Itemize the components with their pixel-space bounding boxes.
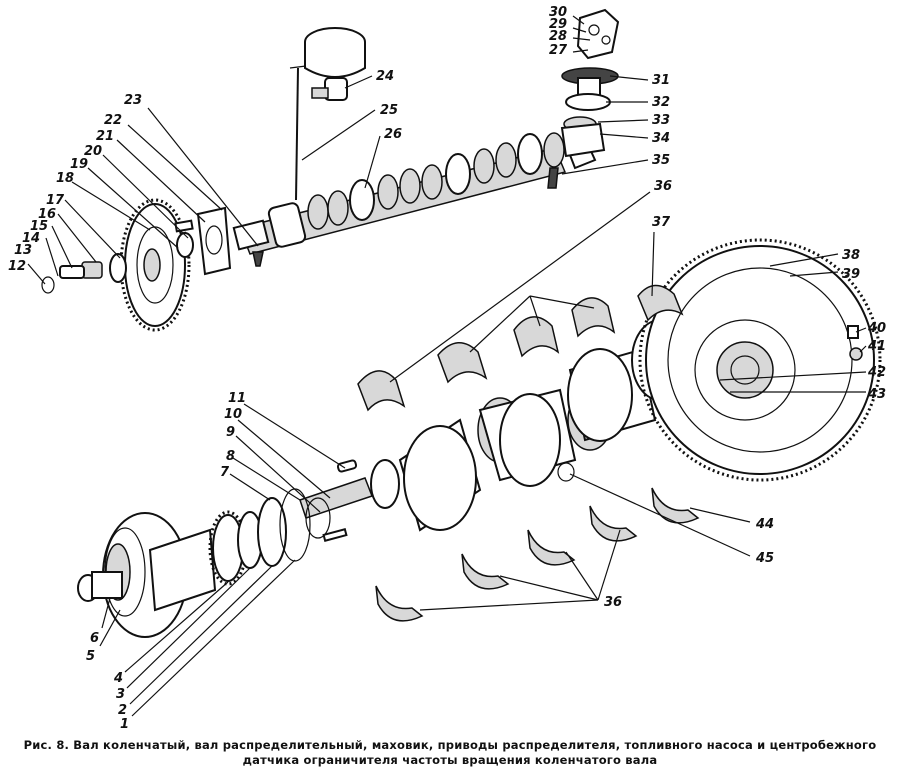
label-36-upper: 36 (654, 179, 672, 194)
camshaft (232, 132, 597, 255)
label-35: 35 (652, 153, 670, 168)
caption-line-2: датчика ограничителя частоты вращения ко… (242, 753, 658, 767)
bearing-shells-lower (375, 487, 700, 622)
label-32: 32 (652, 95, 670, 110)
label-22: 22 (104, 113, 122, 128)
label-33: 33 (652, 113, 670, 128)
label-28: 28 (549, 29, 567, 44)
label-8: 8 (226, 449, 235, 464)
leader-lines (27, 15, 867, 717)
label-2: 2 (118, 703, 127, 718)
label-10: 10 (224, 407, 242, 422)
label-7: 7 (220, 465, 230, 480)
label-11: 11 (228, 391, 246, 406)
camshaft-lobes (307, 132, 565, 230)
fuel-pump (304, 27, 366, 101)
label-21: 21 (96, 129, 114, 144)
label-40: 40 (867, 321, 886, 336)
label-18: 18 (56, 171, 74, 186)
label-36-lower: 36 (604, 595, 622, 610)
flywheel (638, 238, 882, 482)
label-3: 3 (116, 687, 125, 702)
label-12: 12 (8, 259, 26, 274)
label-34: 34 (652, 131, 670, 146)
label-29: 29 (549, 17, 567, 32)
label-16: 16 (38, 207, 56, 222)
label-13: 13 (14, 243, 32, 258)
label-24: 24 (376, 69, 394, 84)
crankshaft-pulley (77, 512, 217, 638)
label-1: 1 (120, 717, 129, 732)
caption-line-1: Рис. 8. Вал коленчатый, вал распределите… (23, 738, 877, 752)
label-39: 39 (842, 267, 860, 282)
timing-gear-assembly (41, 198, 264, 332)
label-4: 4 (113, 671, 123, 686)
label-14: 14 (22, 231, 40, 246)
label-23: 23 (124, 93, 142, 108)
label-19: 19 (70, 157, 88, 172)
label-17: 17 (46, 193, 65, 208)
label-26: 26 (384, 127, 402, 142)
label-38: 38 (842, 248, 860, 263)
part-number-labels: 30 29 28 27 24 31 23 32 25 22 33 26 21 3… (8, 5, 886, 732)
label-43: 43 (867, 387, 886, 402)
label-41: 41 (867, 339, 886, 354)
label-9: 9 (226, 425, 235, 440)
label-15: 15 (30, 219, 48, 234)
label-25: 25 (380, 103, 398, 118)
distributor-drive (560, 8, 620, 158)
label-6: 6 (90, 631, 99, 646)
label-42: 42 (867, 365, 886, 380)
figure-caption: Рис. 8. Вал коленчатый, вал распределите… (0, 738, 900, 768)
label-44: 44 (755, 517, 774, 532)
label-27: 27 (549, 43, 568, 58)
label-37: 37 (652, 215, 671, 230)
label-20: 20 (84, 144, 102, 159)
label-30: 30 (549, 5, 567, 20)
label-5: 5 (86, 649, 95, 664)
label-31: 31 (652, 73, 670, 88)
label-45: 45 (755, 551, 774, 566)
pump-pushrod (289, 65, 307, 201)
